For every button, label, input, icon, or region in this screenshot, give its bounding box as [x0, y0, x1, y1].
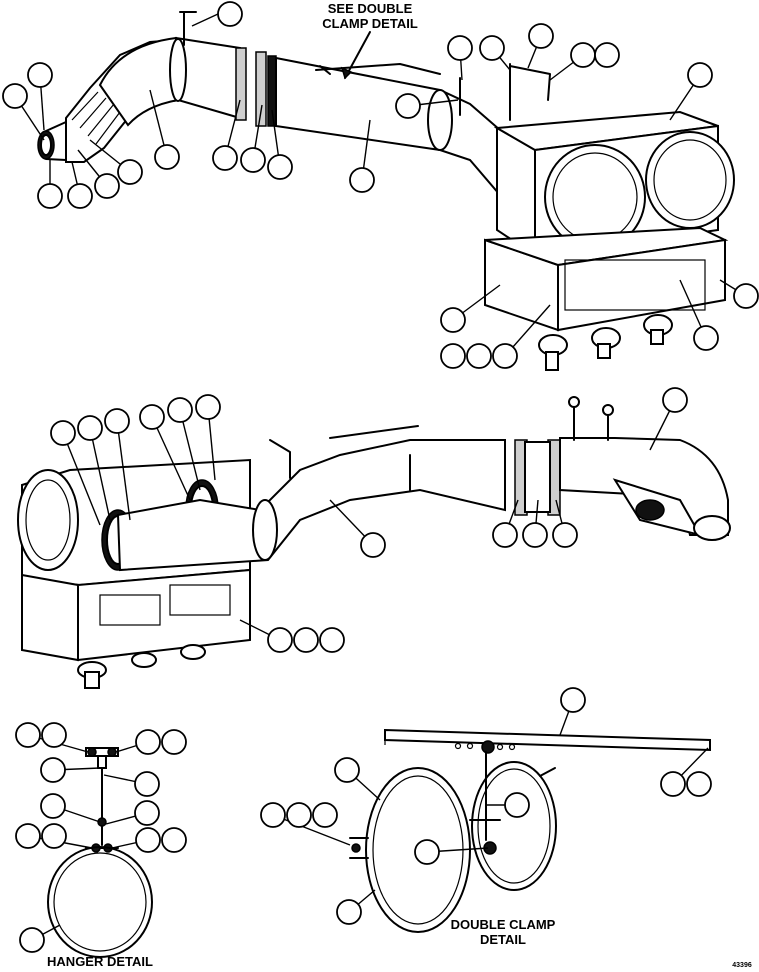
callout — [267, 627, 293, 653]
double-clamp-title-line-1: DOUBLE CLAMP — [450, 917, 556, 932]
callout — [522, 522, 548, 548]
callout — [733, 283, 759, 309]
double-clamp-title-line-2: DETAIL — [480, 931, 526, 947]
callout — [466, 343, 492, 369]
callout — [693, 325, 719, 351]
callout — [660, 771, 686, 797]
callout — [552, 522, 578, 548]
callout — [447, 35, 473, 61]
callout — [37, 183, 63, 209]
callout — [560, 687, 586, 713]
callout — [40, 757, 66, 783]
callout — [360, 532, 386, 558]
callout — [15, 823, 41, 849]
double-clamp-detail-title: DOUBLE CLAMP DETAIL — [438, 917, 568, 948]
callout — [195, 394, 221, 420]
callout — [2, 83, 28, 109]
callout — [104, 408, 130, 434]
callout — [479, 35, 505, 61]
note-line-2: CLAMP DETAIL — [322, 15, 418, 31]
callout — [504, 792, 530, 818]
callout — [139, 404, 165, 430]
callout — [492, 343, 518, 369]
callout — [134, 771, 160, 797]
callout — [286, 802, 312, 828]
callout — [117, 159, 143, 185]
callout — [260, 802, 286, 828]
callout — [19, 927, 45, 953]
callout — [492, 522, 518, 548]
callout — [395, 93, 421, 119]
callout — [40, 793, 66, 819]
callout — [161, 729, 187, 755]
callout — [414, 839, 440, 865]
callout — [50, 420, 76, 446]
callout — [161, 827, 187, 853]
callout — [67, 183, 93, 209]
note-leader-line — [344, 31, 371, 79]
callout — [687, 62, 713, 88]
callout — [15, 722, 41, 748]
callout — [212, 145, 238, 171]
callout — [94, 173, 120, 199]
callout — [240, 147, 266, 173]
hanger-detail-title: HANGER DETAIL — [47, 954, 153, 969]
callout — [334, 757, 360, 783]
callout — [135, 827, 161, 853]
callout — [440, 307, 466, 333]
callout — [528, 23, 554, 49]
note-line-1: SEE DOUBLE — [327, 1, 413, 16]
callout — [41, 823, 67, 849]
hanger-detail-drawing — [47, 747, 153, 958]
callout — [293, 627, 319, 653]
callout — [41, 722, 67, 748]
callout — [319, 627, 345, 653]
callout — [662, 387, 688, 413]
callout — [312, 802, 338, 828]
callout — [135, 729, 161, 755]
note-arrowhead — [340, 66, 353, 80]
callout — [167, 397, 193, 423]
callout — [267, 154, 293, 180]
callout-bubbles — [2, 1, 759, 953]
callout — [27, 62, 53, 88]
callout — [336, 899, 362, 925]
callout — [154, 144, 180, 170]
callout — [217, 1, 243, 27]
figure-number: 43396 — [732, 962, 752, 969]
callout — [77, 415, 103, 441]
callout — [686, 771, 712, 797]
double-clamp-detail-drawing — [349, 728, 711, 933]
callout — [440, 343, 466, 369]
callout — [134, 800, 160, 826]
callout — [570, 42, 596, 68]
middle-duct-assembly — [17, 396, 731, 689]
top-duct-assembly — [37, 11, 735, 371]
callout — [594, 42, 620, 68]
see-double-clamp-detail-note: SEE DOUBLE CLAMP DETAIL — [315, 1, 425, 32]
callout — [349, 167, 375, 193]
